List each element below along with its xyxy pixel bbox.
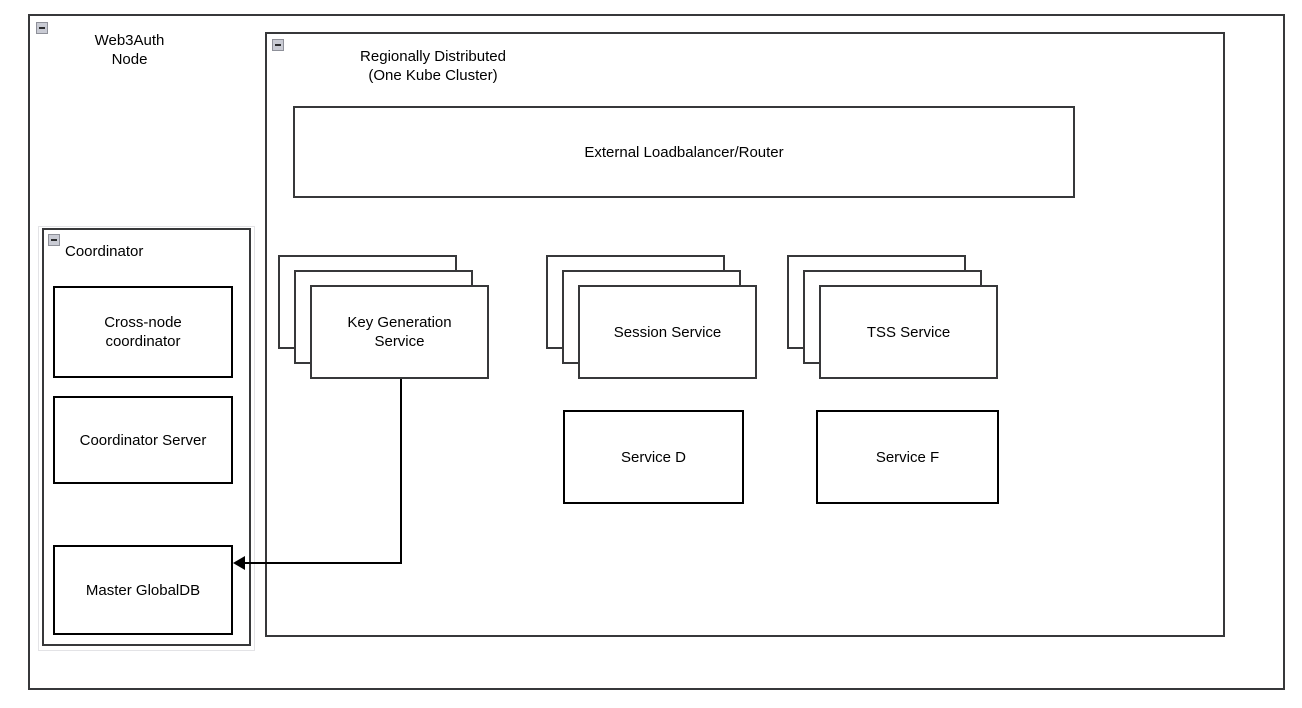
node-external-loadbalancer[interactable]: External Loadbalancer/Router [293, 106, 1075, 198]
stack-key-generation-service[interactable]: Key Generation Service [278, 255, 490, 379]
node-cross-node-coordinator[interactable]: Cross-node coordinator [53, 286, 233, 378]
node-service-d[interactable]: Service D [563, 410, 744, 504]
regionally-distributed-collapse-icon[interactable] [272, 39, 284, 51]
connector-keygen-to-masterdb-arrowhead [233, 556, 245, 570]
node-coordinator-server[interactable]: Coordinator Server [53, 396, 233, 484]
node-service-f[interactable]: Service F [816, 410, 999, 504]
stack-session-service[interactable]: Session Service [546, 255, 758, 379]
connector-keygen-to-masterdb-horizontal [243, 562, 402, 564]
stack-sheet-front[interactable]: Key Generation Service [310, 285, 489, 379]
node-master-globaldb[interactable]: Master GlobalDB [53, 545, 233, 635]
connector-keygen-to-masterdb-vertical [400, 379, 402, 564]
stack-sheet-front[interactable]: Session Service [578, 285, 757, 379]
web3auth-node-collapse-icon[interactable] [36, 22, 48, 34]
coordinator-collapse-icon[interactable] [48, 234, 60, 246]
stack-tss-service[interactable]: TSS Service [787, 255, 999, 379]
stack-sheet-front[interactable]: TSS Service [819, 285, 998, 379]
